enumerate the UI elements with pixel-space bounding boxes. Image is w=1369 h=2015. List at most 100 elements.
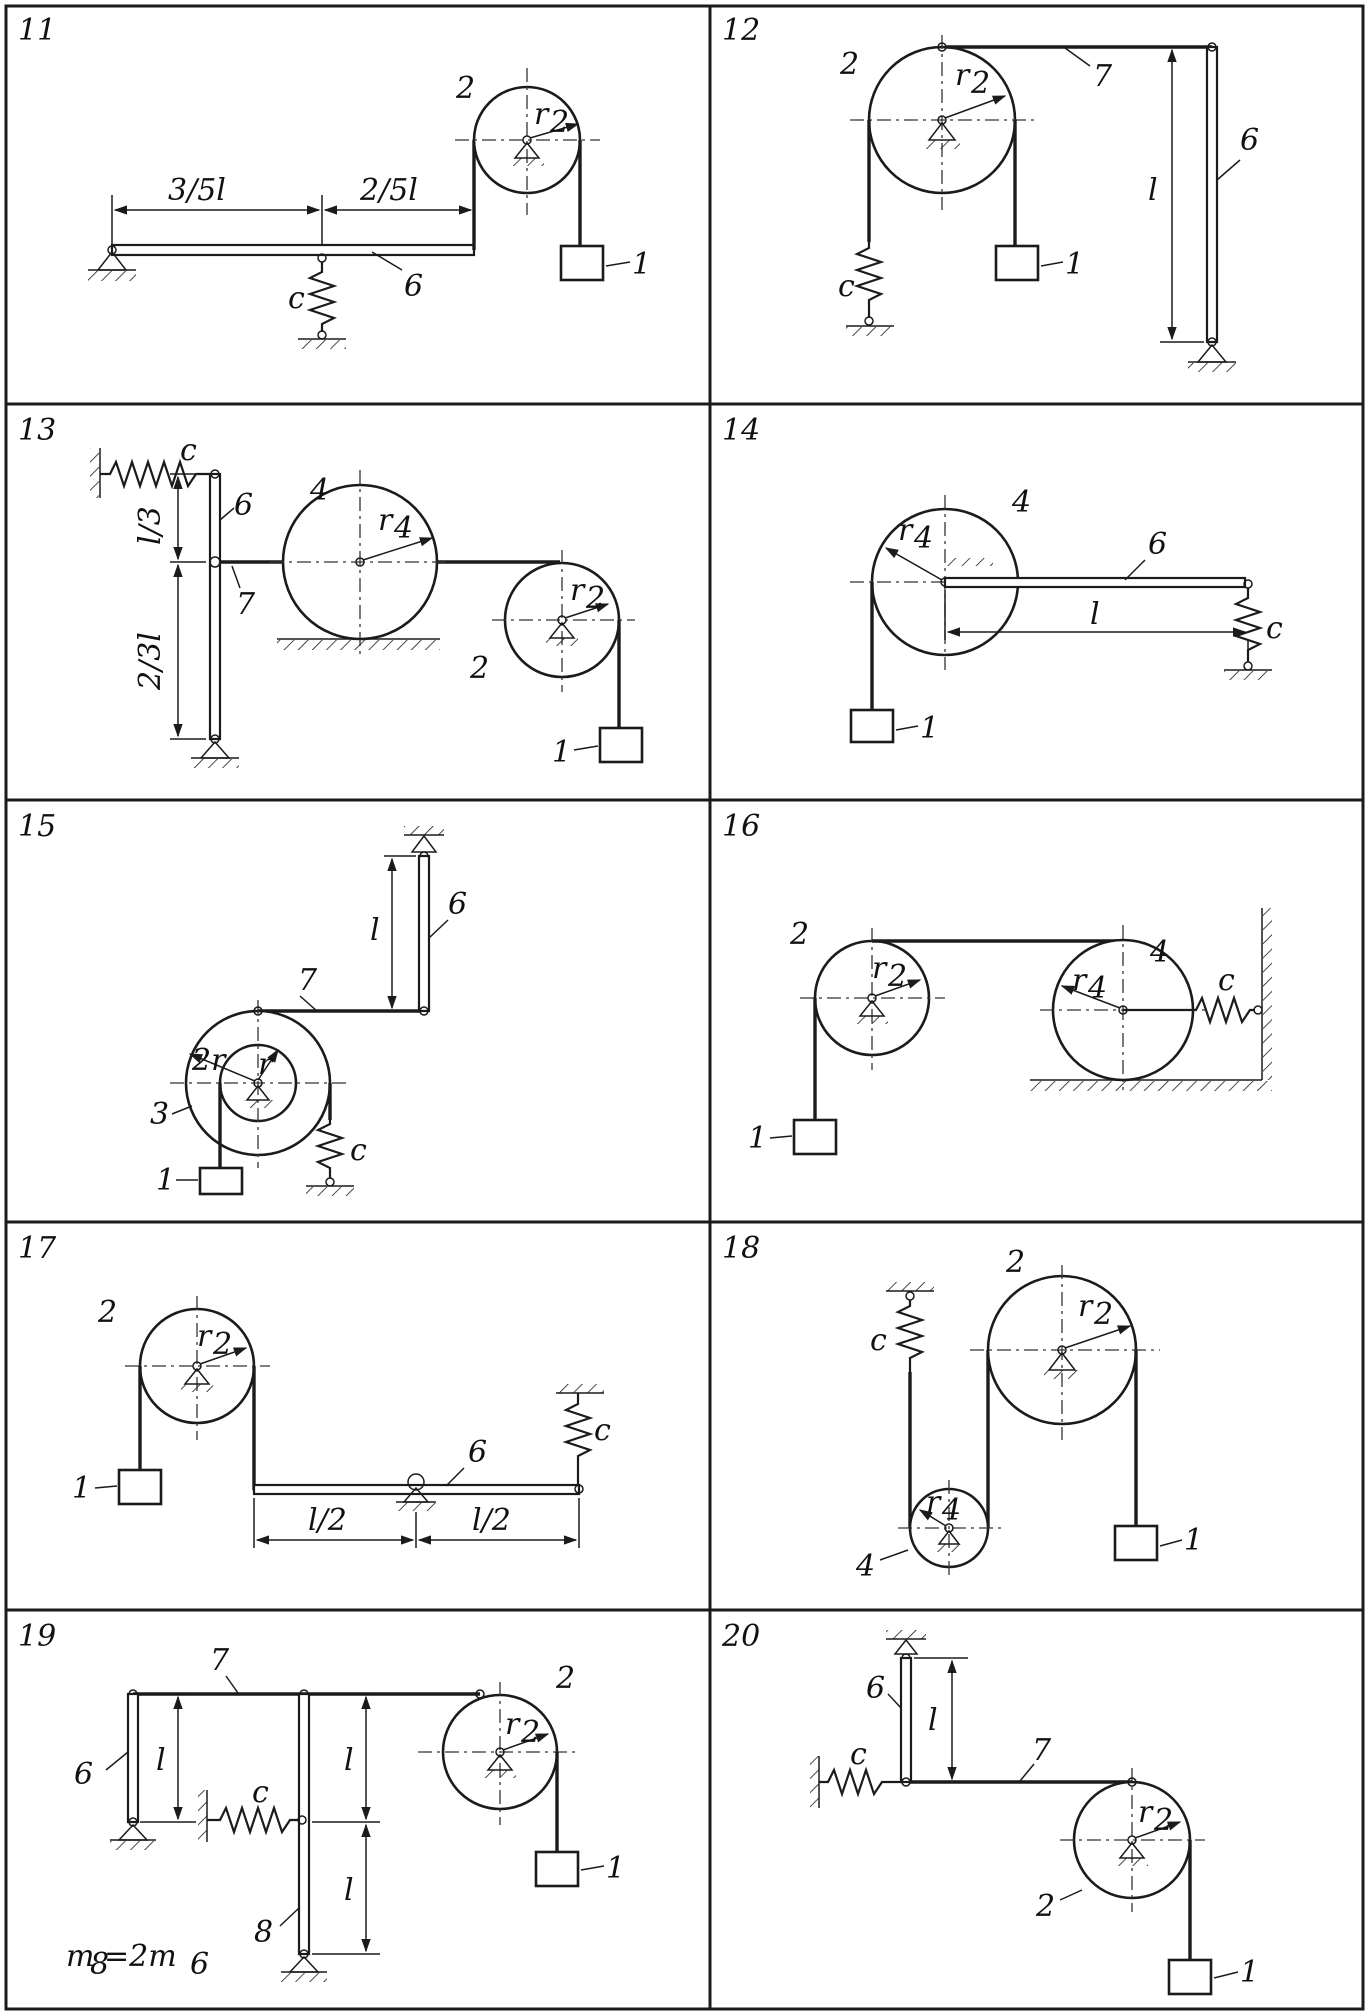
body-label: 1 xyxy=(552,735,571,770)
body-1 xyxy=(792,1118,838,1156)
panel-number: 19 xyxy=(18,1619,56,1654)
spring-c xyxy=(306,1120,354,1196)
spring-c xyxy=(846,242,894,336)
radius-subscript: 2 xyxy=(212,1327,232,1362)
dimension-label: 2/3l xyxy=(133,632,168,691)
pin-support xyxy=(484,1747,516,1778)
svg-text:m: m xyxy=(66,1939,94,1974)
panel-20: 20 6 l c 7 xyxy=(721,1619,1259,1996)
dimension-label: l xyxy=(344,1743,354,1778)
radius-subscript: 4 xyxy=(941,1493,961,1528)
rod-label: 6 xyxy=(866,1671,885,1706)
body-1 xyxy=(198,1166,244,1196)
rod-6 xyxy=(943,576,1247,589)
radius-arrow xyxy=(199,1347,248,1365)
spring-c xyxy=(886,1282,934,1372)
radius-label: r xyxy=(955,58,971,93)
rod-6 xyxy=(1205,45,1219,344)
spring-label: c xyxy=(870,1323,887,1358)
svg-text:=2m: =2m xyxy=(104,1939,177,1974)
disc-label: 3 xyxy=(150,1097,169,1132)
pin-support xyxy=(88,245,136,281)
panel-number: 16 xyxy=(722,809,760,844)
body-1 xyxy=(994,244,1040,282)
radius-subscript: 2 xyxy=(970,66,990,101)
body-label: 1 xyxy=(632,247,651,282)
radius-arrow xyxy=(564,603,610,619)
rod-6 xyxy=(110,243,476,257)
panel-number: 15 xyxy=(18,809,56,844)
rope-label: 7 xyxy=(210,1643,230,1678)
radius-arrow xyxy=(1134,1821,1182,1839)
spring-c xyxy=(556,1384,604,1494)
radius-label: r xyxy=(1072,963,1088,998)
radius-subscript: 2 xyxy=(887,959,907,994)
radius-label: r xyxy=(570,573,586,608)
panel-number: 14 xyxy=(722,413,760,448)
body-1 xyxy=(1113,1524,1159,1562)
disc-label: 4 xyxy=(1011,485,1031,520)
body-label: 1 xyxy=(1065,247,1084,282)
spring-label: c xyxy=(252,1775,269,1810)
spring-c xyxy=(90,448,210,498)
dimension-label: l xyxy=(928,1703,938,1738)
radius-arrow xyxy=(884,547,943,581)
body-label: 1 xyxy=(606,1851,625,1886)
dimension-label: l/2 xyxy=(308,1503,347,1538)
dimension-label: 2/5l xyxy=(359,173,418,208)
rod-6 xyxy=(899,1656,913,1784)
radius-subscript: 4 xyxy=(1087,971,1107,1006)
pin-support xyxy=(396,1473,436,1511)
dimension-label: l xyxy=(344,1873,354,1908)
dimension-label: 3/5l xyxy=(168,173,226,208)
disc-label: 4 xyxy=(1149,935,1169,970)
rod-label: 6 xyxy=(404,269,423,304)
disc-label: 2 xyxy=(97,1295,117,1330)
rod-label: 6 xyxy=(1240,123,1259,158)
spring-label: c xyxy=(594,1413,611,1448)
disc-label: 2 xyxy=(1035,1889,1055,1924)
panel-16: 16 r 2 2 r 4 4 c xyxy=(722,809,1272,1156)
pin-support xyxy=(191,734,239,768)
body-1 xyxy=(849,708,895,744)
dimension-label: l/3 xyxy=(133,506,168,545)
disc-label: 4 xyxy=(309,473,329,508)
body-label: 1 xyxy=(1184,1523,1203,1558)
spring-label: c xyxy=(288,281,305,316)
disc-label: 2 xyxy=(455,71,475,106)
disc-label: 2 xyxy=(839,47,859,82)
radius-subscript: 2 xyxy=(585,581,605,616)
rod-label: 8 xyxy=(254,1915,273,1950)
rod-6 xyxy=(208,472,222,741)
rod-6 xyxy=(417,854,431,1013)
body-1 xyxy=(559,244,605,282)
rod-label: 6 xyxy=(468,1435,487,1470)
radius-label: r xyxy=(505,1707,521,1742)
svg-text:8: 8 xyxy=(90,1947,109,1982)
spring-label: c xyxy=(1218,963,1235,998)
disc-label: 2 xyxy=(469,651,489,686)
dimension-label: l xyxy=(1090,597,1100,632)
disc-label: 2 xyxy=(789,917,809,952)
rod-label: 6 xyxy=(74,1757,93,1792)
panel-14: 14 r 4 4 6 c l 1 xyxy=(722,413,1283,746)
radius-arrow xyxy=(257,1048,279,1081)
body-label: 1 xyxy=(920,711,939,746)
pin-support xyxy=(1044,1345,1080,1379)
body-label: 1 xyxy=(748,1121,767,1156)
grid-frame xyxy=(4,4,1365,2011)
rod-6 xyxy=(126,1692,140,1824)
spring-label: c xyxy=(350,1133,367,1168)
pin-support xyxy=(856,993,888,1024)
radius-arrow xyxy=(529,122,580,139)
pin-support xyxy=(181,1361,213,1392)
spring-c xyxy=(1224,579,1272,680)
spring-label: c xyxy=(1266,611,1283,646)
pin-support xyxy=(546,615,578,646)
radius-subscript: 2 xyxy=(549,105,569,140)
spring-c xyxy=(198,1790,307,1842)
spring-label: c xyxy=(838,269,855,304)
panel-number: 18 xyxy=(722,1231,760,1266)
panel-13: 13 c 6 l/3 2/3l 7 xyxy=(18,413,644,770)
